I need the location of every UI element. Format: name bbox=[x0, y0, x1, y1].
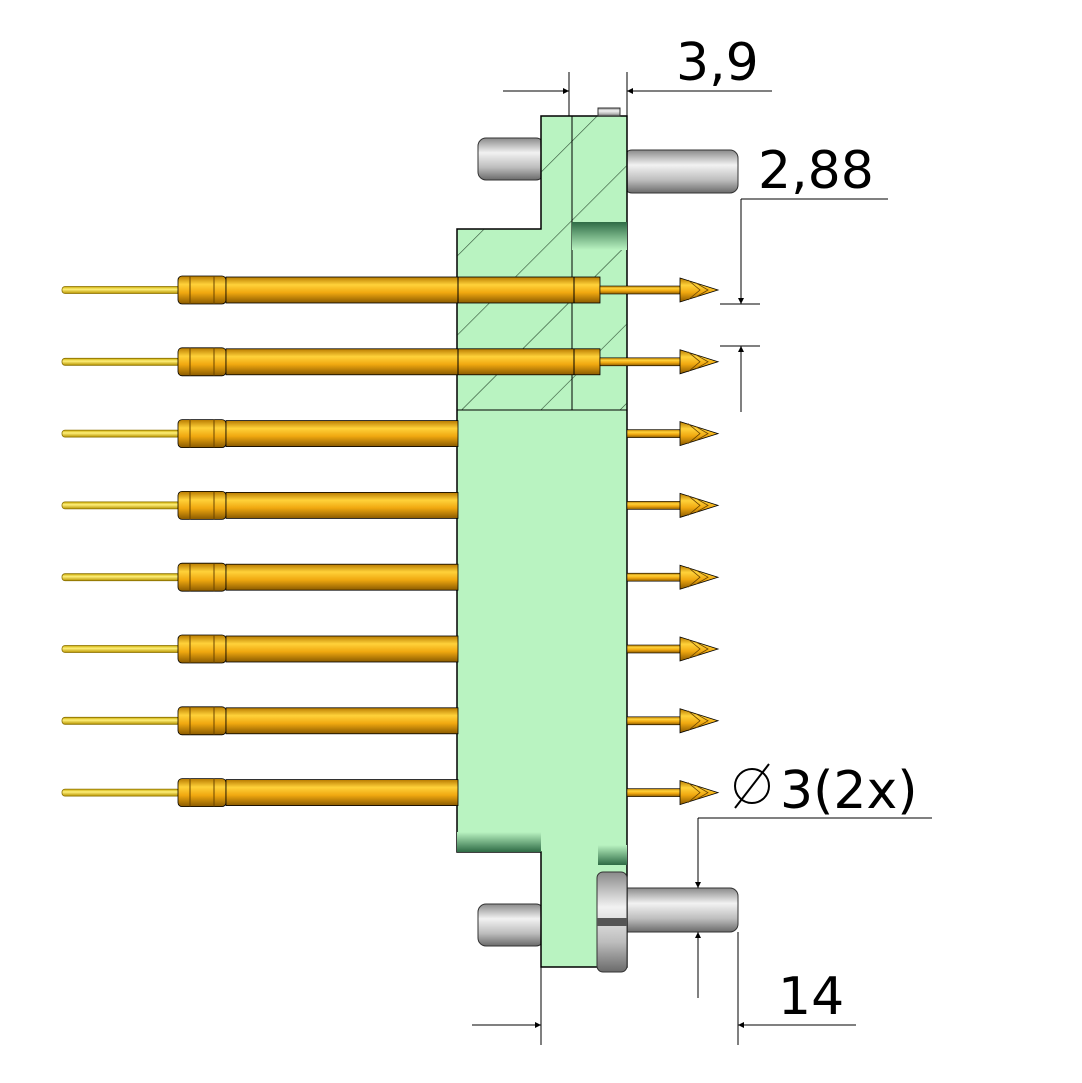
dimension-width: 3,9 bbox=[503, 33, 772, 116]
diameter-symbol-icon bbox=[734, 763, 770, 809]
dimension-pitch: 2,88 bbox=[720, 141, 888, 412]
post-bottom-left bbox=[477, 903, 545, 947]
guide-posts bbox=[477, 137, 739, 947]
contact-pin bbox=[61, 490, 720, 520]
dimension-pitch-label: 2,88 bbox=[758, 141, 874, 201]
contact-pin bbox=[61, 634, 720, 664]
contact-pin bbox=[61, 275, 720, 305]
contact-pin bbox=[61, 419, 720, 449]
dimension-length-label: 14 bbox=[778, 967, 844, 1027]
contact-pins bbox=[61, 275, 720, 807]
dimension-diameter-label: 3(2x) bbox=[780, 761, 918, 821]
post-top-right bbox=[623, 149, 739, 194]
dimension-diameter: 3(2x) bbox=[695, 761, 932, 998]
contact-pin bbox=[61, 778, 720, 807]
post-top-left bbox=[477, 137, 545, 181]
housing bbox=[456, 107, 628, 968]
dimension-length: 14 bbox=[472, 932, 856, 1045]
contact-pin bbox=[61, 706, 720, 736]
post-bottom-right bbox=[617, 887, 739, 933]
contact-pin bbox=[61, 562, 720, 592]
dimension-width-label: 3,9 bbox=[676, 33, 759, 93]
contact-pin bbox=[61, 347, 720, 377]
screw-head bbox=[596, 871, 628, 973]
